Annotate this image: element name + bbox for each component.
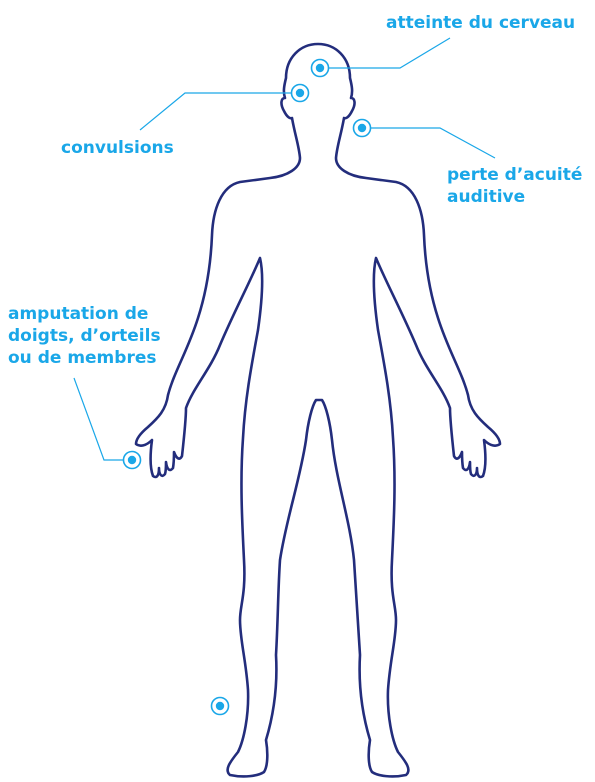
leader-line-amputation (74, 378, 132, 460)
label-amputation-line1: amputation de (8, 303, 161, 325)
label-amputation-line2: doigts, d’orteils (8, 325, 161, 347)
label-hearing-loss: perte d’acuité auditive (447, 164, 582, 208)
marker-fingers (124, 452, 141, 469)
label-brain-damage: atteinte du cerveau (386, 12, 575, 34)
marker-seizures (292, 85, 309, 102)
label-amputation-line3: ou de membres (8, 347, 161, 369)
label-seizures: convulsions (61, 137, 174, 159)
body-outline (136, 44, 500, 776)
marker-hearing (354, 120, 371, 137)
label-hearing-loss-line1: perte d’acuité (447, 164, 582, 186)
leader-line-seizures (140, 93, 300, 130)
marker-brain (312, 60, 329, 77)
leader-lines (74, 38, 495, 460)
label-amputation: amputation de doigts, d’orteils ou de me… (8, 303, 161, 369)
label-brain-damage-text: atteinte du cerveau (386, 12, 575, 34)
label-seizures-text: convulsions (61, 137, 174, 159)
label-hearing-loss-line2: auditive (447, 186, 582, 208)
marker-toes (212, 698, 229, 715)
leader-line-hearing (364, 128, 495, 158)
